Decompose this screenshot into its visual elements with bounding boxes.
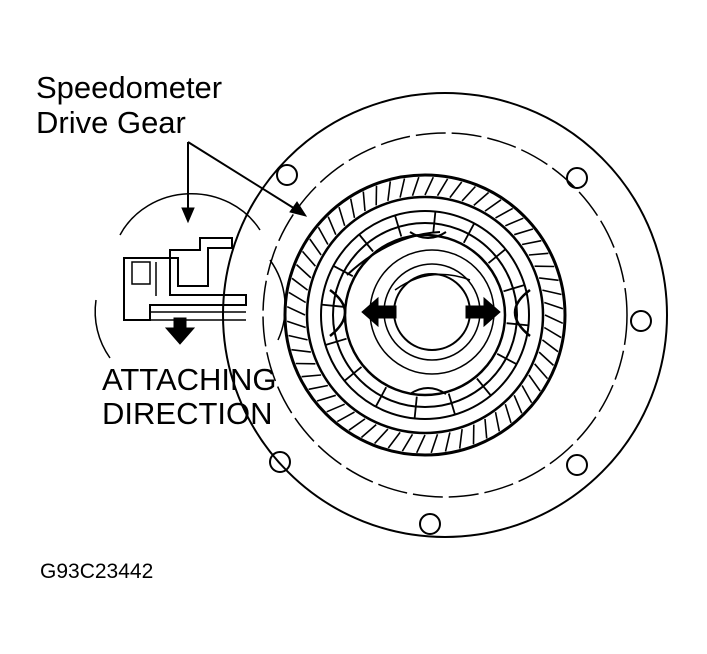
gear-tooth [401,433,414,452]
gear-tooth [411,176,420,196]
gear-spoke [325,337,347,346]
gear-tooth [327,216,337,236]
gear-tooth [444,432,451,452]
gear-tooth [504,403,512,424]
gear-tooth [415,434,426,454]
gear-spoke [413,396,418,419]
rotation-arrows [361,296,501,328]
gear-tooth [338,206,346,227]
gear-tooth [301,250,317,267]
gear-spoke [375,386,387,408]
gear-tooth [528,252,549,256]
gear-spoke [476,377,492,397]
gear-tooth [458,429,463,449]
gear-tooth [494,411,501,432]
gear-tooth [286,320,306,329]
gear-spoke [358,233,374,253]
gear-tooth [436,178,449,197]
gear-tooth [484,418,488,439]
gear-tooth [504,217,524,227]
attaching-direction-label: ATTACHING DIRECTION [102,363,277,431]
gear-spoke [321,303,344,308]
gear-spoke [503,284,525,293]
gear-spoke [343,366,363,382]
gear-spoke [496,353,518,365]
gear-tooth [291,277,309,291]
gear-tooth [473,191,490,207]
gear-tooth [387,181,392,201]
gear-tooth [288,291,307,304]
gear-tooth [544,314,564,325]
gear-tooth [543,326,562,339]
gear-tooth [533,363,549,380]
gear-tooth [430,434,439,454]
gear-tooth [513,394,523,414]
gear-tooth [348,418,366,431]
gear-tooth [544,301,564,310]
gear-tooth [308,384,329,391]
gear-tooth [387,431,401,449]
gear-tooth [541,339,559,353]
gear-tooth [301,374,322,378]
gear-tooth [374,428,389,445]
gear-tooth [461,185,476,202]
gear-tooth [317,226,329,245]
gear-tooth [309,238,322,256]
gear-tooth [484,199,502,212]
gear-spoke [394,215,403,237]
bolt-holes [269,164,652,535]
attach-label-line1: ATTACHING [102,362,277,397]
gear-tooth [542,289,562,296]
gear-tooth [349,198,356,219]
speedometer-drive-gear-label: Speedometer Drive Gear [36,70,222,140]
gear-tooth [326,403,346,413]
gear-tooth [336,411,355,423]
gear-tooth [521,239,542,246]
gear-tooth [288,334,308,341]
housing-flange [222,92,668,538]
gear-spoke [432,211,437,234]
gear-tooth [295,264,312,279]
detail-inset [94,192,286,359]
gear-tooth [424,176,435,196]
gear-spoke [487,248,507,264]
gear-spoke [447,393,456,415]
gear-spoke [463,222,475,244]
gear-tooth [539,277,559,282]
gear-tooth [495,207,514,219]
gear-tooth [316,394,337,402]
gear-tooth [538,351,555,366]
drive-gear [283,173,567,457]
gear-tooth [449,181,463,199]
gear-label-line2: Drive Gear [36,105,186,140]
gear-tooth [528,374,541,392]
figure-code: G93C23442 [40,560,154,583]
gear-label-line1: Speedometer [36,70,223,105]
leader-lines [181,141,308,224]
gear-tooth [521,385,533,404]
gear-tooth [399,178,406,198]
gear-tooth [360,423,377,439]
gear-spoke [332,265,354,277]
attach-label-line2: DIRECTION [102,396,273,431]
gear-tooth [513,228,534,236]
gear-tooth [286,305,306,316]
gear-tooth [291,348,311,353]
gear-tooth [362,191,366,212]
